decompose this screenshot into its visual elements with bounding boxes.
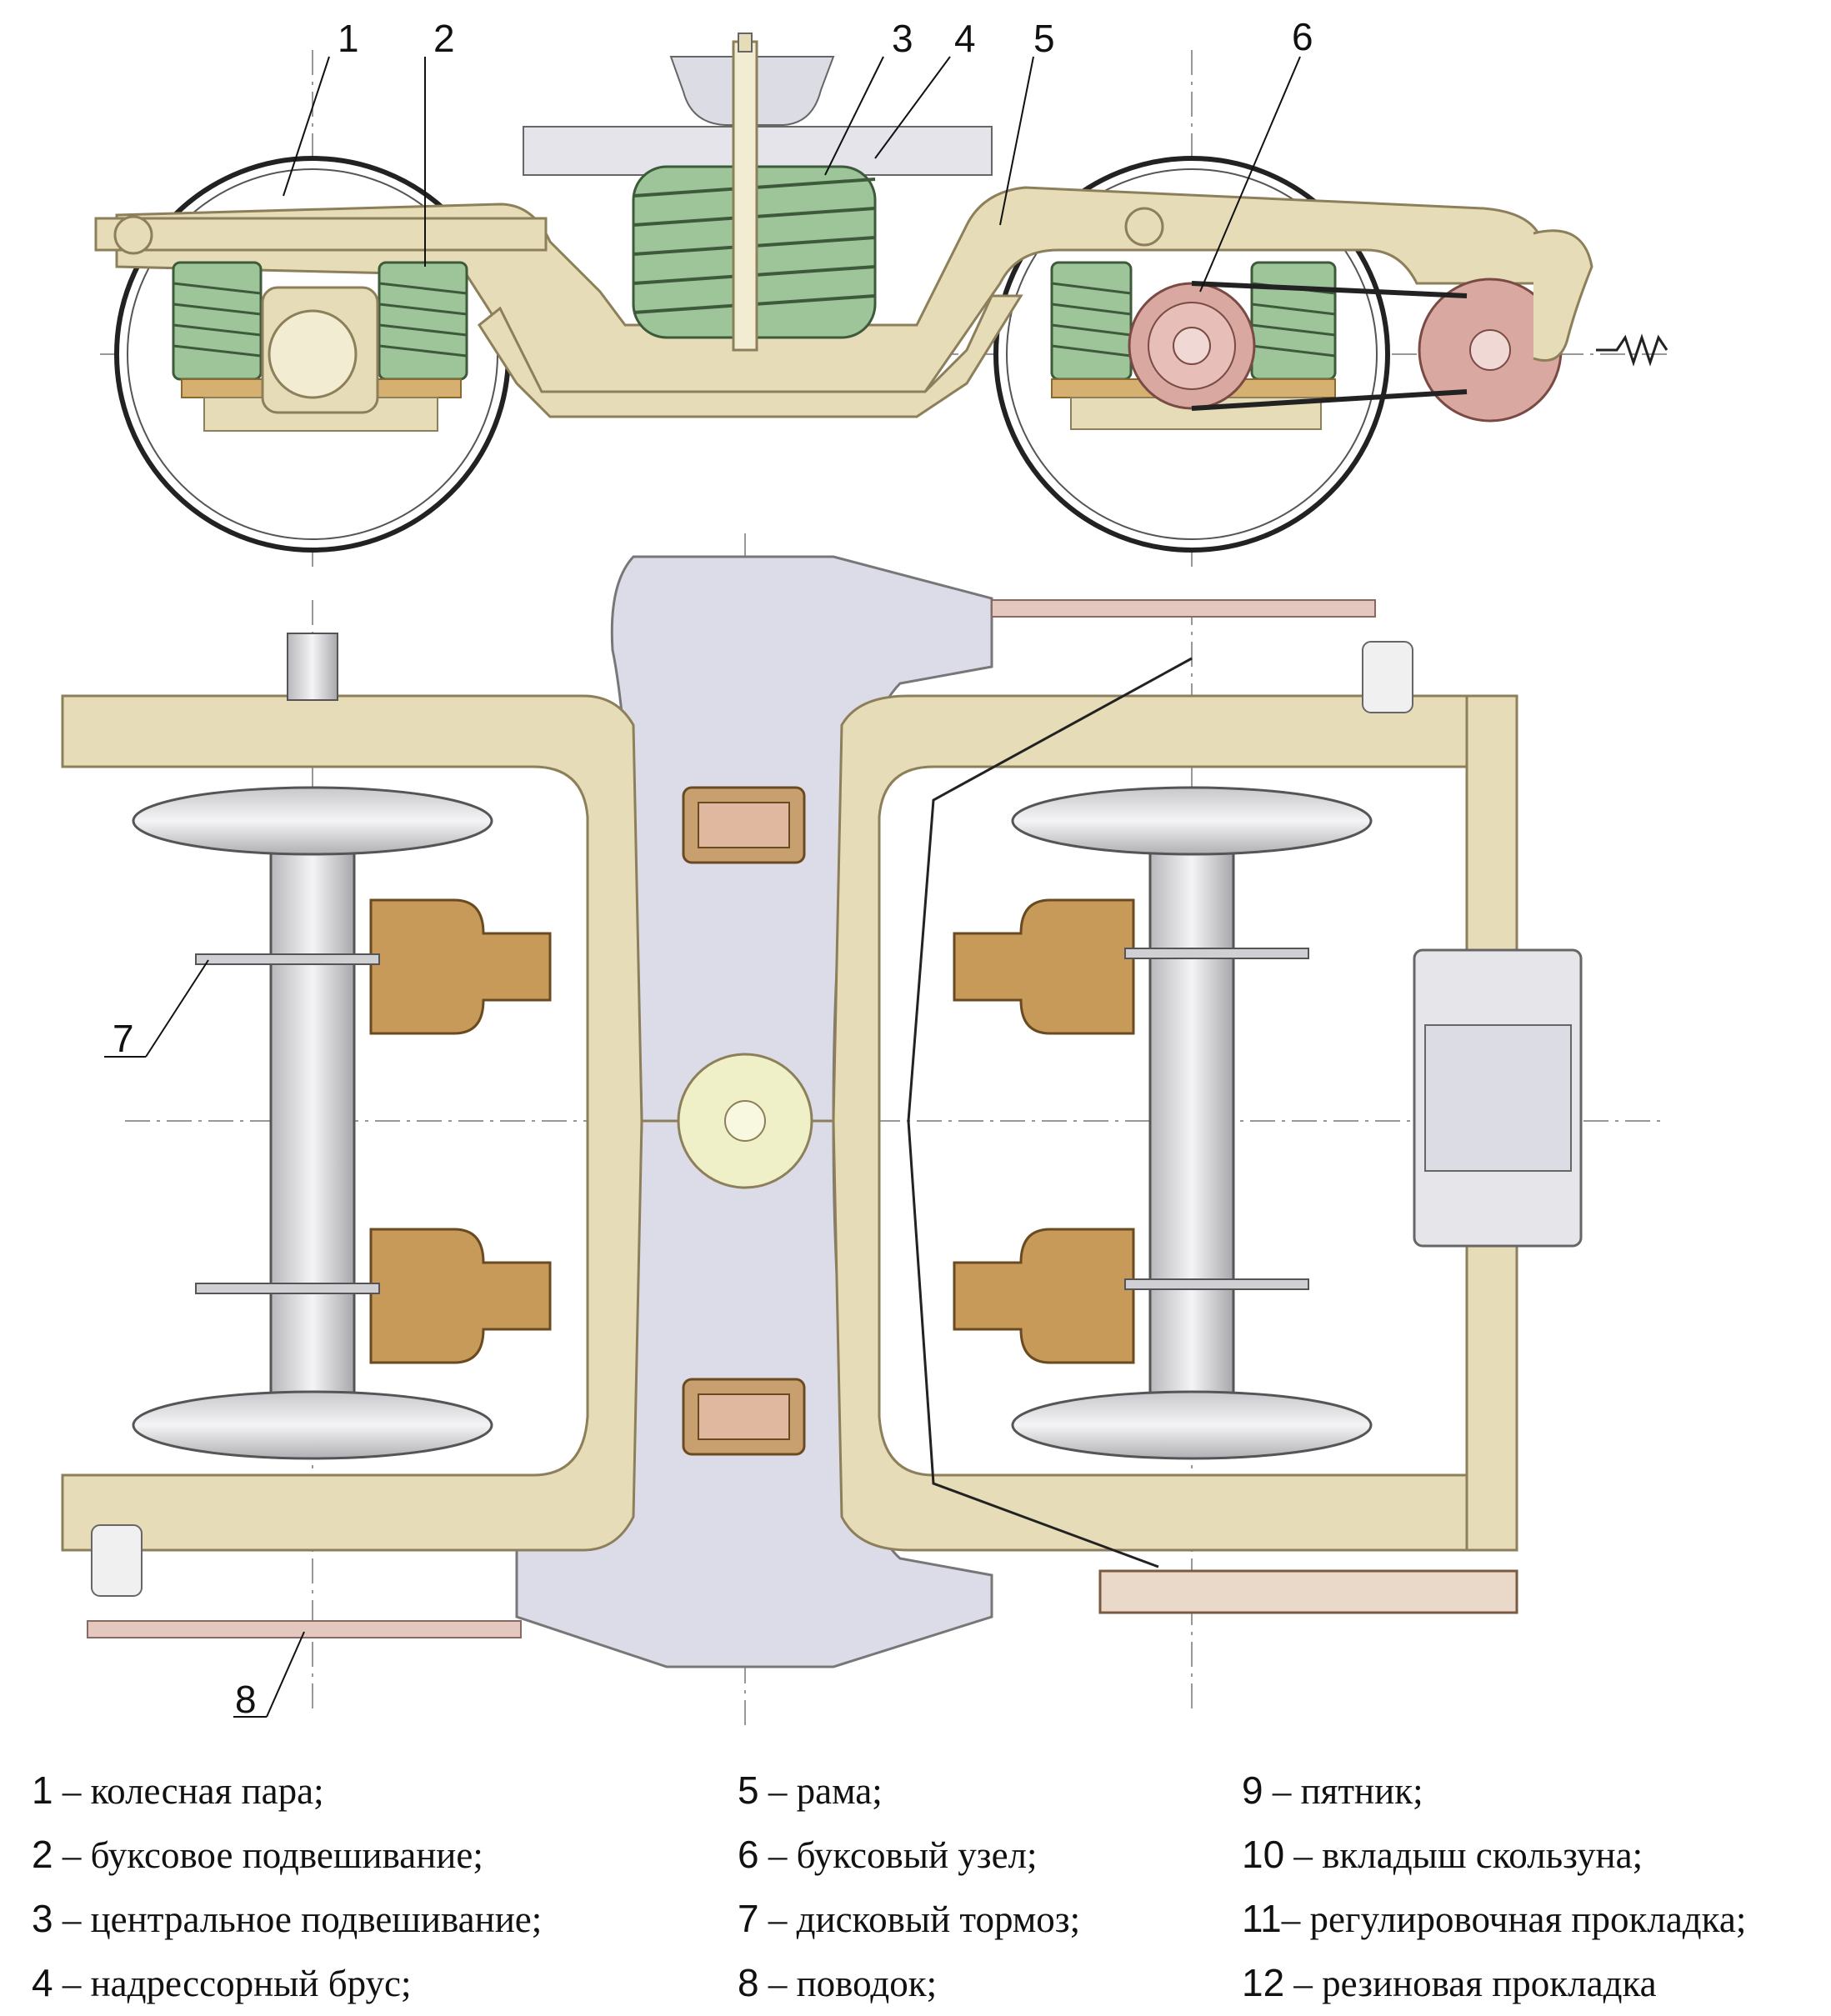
wheelset-right-plan bbox=[1011, 786, 1373, 1460]
legend-item: 6 – буксовый узел; bbox=[738, 1833, 1038, 1876]
disc-brakes-plan bbox=[195, 898, 1309, 1364]
legend-item: 5 – рама; bbox=[738, 1768, 883, 1812]
legend-item: 12 – резиновая прокладка bbox=[1242, 1961, 1657, 2004]
traction-rod-side bbox=[94, 217, 548, 252]
legend-item: 10 – вкладыш скользуна; bbox=[1242, 1833, 1643, 1876]
callout-2: 2 bbox=[433, 17, 455, 60]
callout-leaders bbox=[104, 56, 1301, 1718]
leash-rod-bottom bbox=[87, 1620, 522, 1638]
bogie-diagram: 1 2 3 4 5 6 7 8 bbox=[61, 15, 1668, 1725]
legend-item: 9 – пятник; bbox=[1242, 1768, 1423, 1812]
axlebox-left-side bbox=[261, 286, 379, 414]
center-plate-plan bbox=[677, 1053, 813, 1189]
bracket-plate-right bbox=[1413, 948, 1583, 1248]
legend: 1 – колесная пара; 2 – буксовое подвешив… bbox=[0, 1758, 1831, 2008]
legend-item: 4 – надрессорный брус; bbox=[32, 1961, 412, 2004]
legend-item: 2 – буксовое подвешивание; bbox=[32, 1833, 483, 1876]
plan-view bbox=[61, 533, 1667, 1725]
leash-rod-top bbox=[991, 599, 1376, 618]
brake-disc-side bbox=[1191, 229, 1668, 423]
callout-7: 7 bbox=[113, 1017, 134, 1060]
legend-column-1: 1 – колесная пара; 2 – буксовое подвешив… bbox=[32, 1758, 542, 2015]
legend-item: 1 – колесная пара; bbox=[32, 1768, 324, 1812]
side-view bbox=[94, 33, 1668, 567]
central-suspension-side bbox=[632, 33, 877, 352]
legend-column-3: 9 – пятник; 10 – вкладыш скользуна; 11– … bbox=[1242, 1758, 1746, 2015]
legend-item: 7 – дисковый тормоз; bbox=[738, 1897, 1081, 1940]
slider-plate bbox=[1098, 1569, 1518, 1614]
wheelset-left-plan bbox=[132, 633, 493, 1460]
legend-item: 8 – поводок; bbox=[738, 1961, 938, 2004]
callout-numbers: 1 2 3 4 5 6 7 8 bbox=[113, 15, 1313, 1721]
legend-column-2: 5 – рама; 6 – буксовый узел; 7 – дисковы… bbox=[738, 1758, 1080, 2015]
callout-6: 6 bbox=[1292, 15, 1313, 58]
callout-5: 5 bbox=[1033, 17, 1055, 60]
axlebox-right-side bbox=[1128, 282, 1256, 410]
callout-3: 3 bbox=[892, 17, 913, 60]
callout-8: 8 bbox=[235, 1678, 257, 1721]
legend-item: 3 – центральное подвешивание; bbox=[32, 1897, 543, 1940]
legend-item: 11– регулировочная прокладка; bbox=[1242, 1897, 1747, 1940]
callout-1: 1 bbox=[338, 17, 359, 60]
callout-4: 4 bbox=[954, 17, 976, 60]
